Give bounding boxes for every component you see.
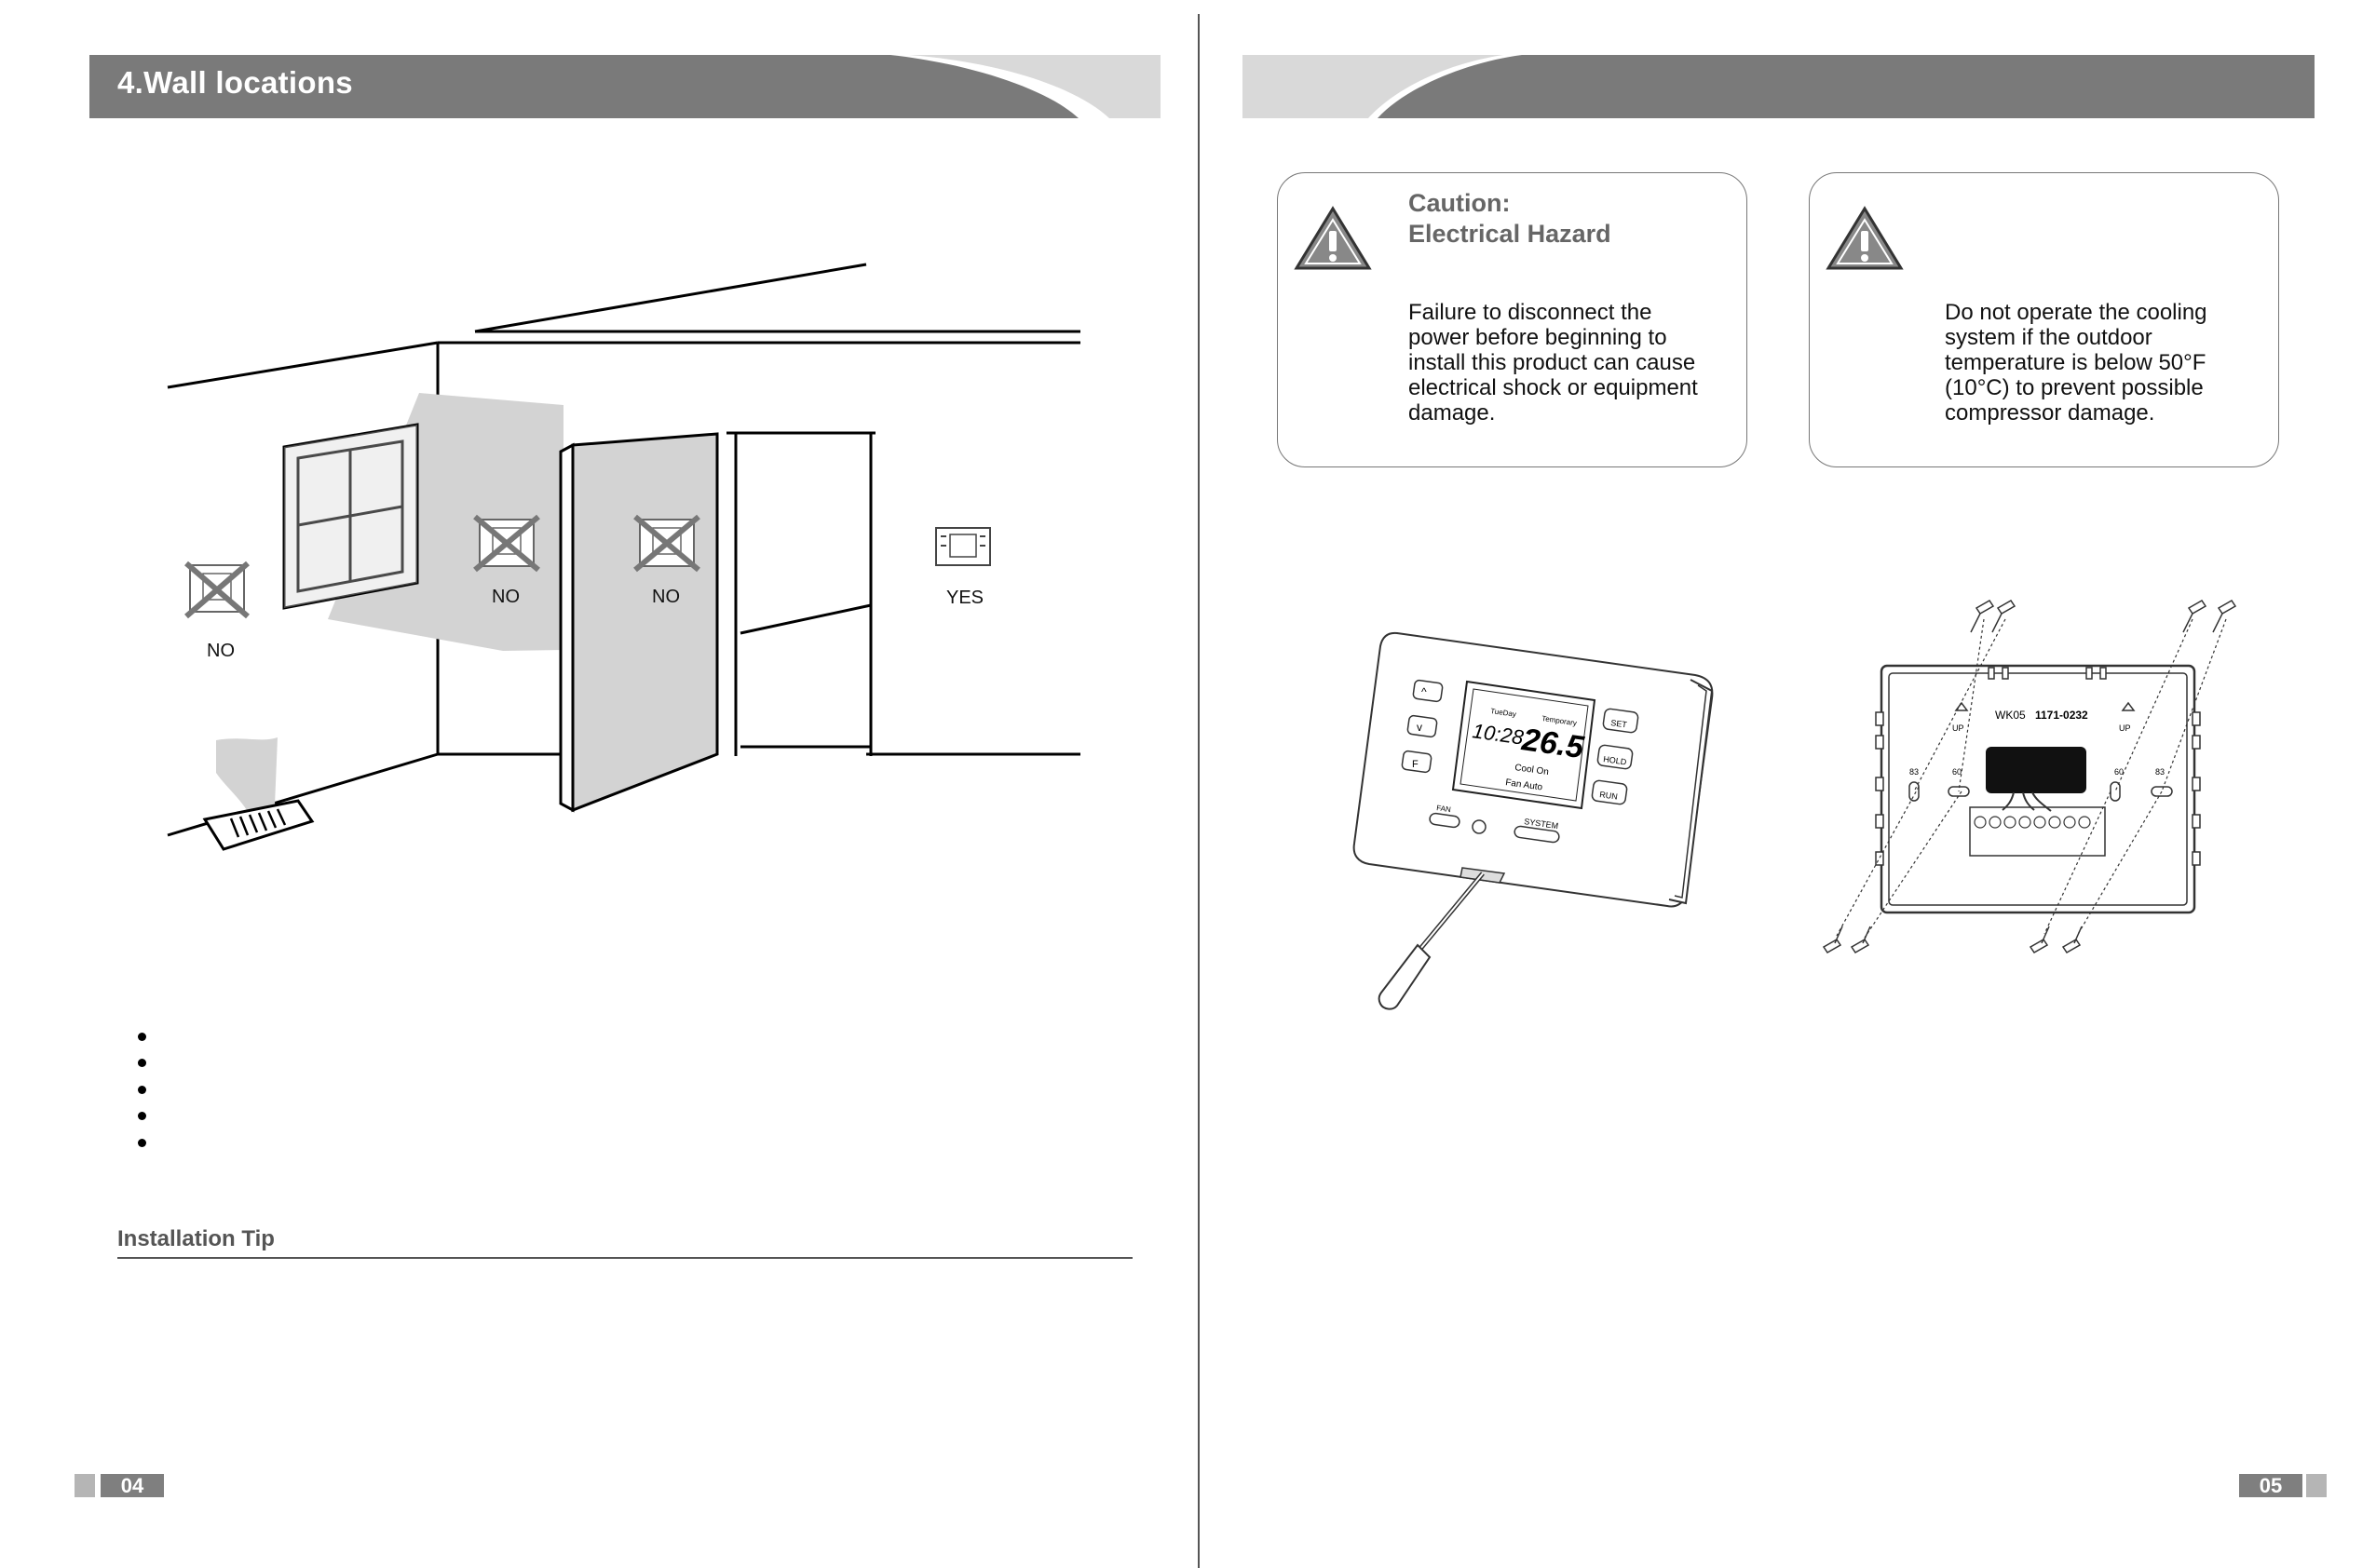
page-number-accent — [75, 1474, 95, 1497]
page-number-right: 05 — [2239, 1474, 2302, 1497]
caution-title-line1: Caution: — [1408, 188, 1611, 219]
page-number-left: 04 — [101, 1474, 164, 1497]
arrow-up-left: UP — [1952, 723, 1964, 733]
right-header-bar — [1242, 55, 2315, 118]
button-f: F — [1412, 759, 1419, 770]
warning-triangle-icon — [1293, 205, 1373, 272]
hole-label: 83 — [1909, 767, 1919, 777]
hole-label: 60 — [1952, 767, 1962, 777]
svg-text:^: ^ — [1421, 685, 1427, 698]
caution-text-temperature: Do not operate the cooling system if the… — [1945, 300, 2224, 426]
warning-triangle-icon — [1825, 205, 1905, 272]
label-no-sunlight: NO — [492, 587, 520, 608]
arrow-up-right: UP — [2119, 723, 2131, 733]
caution-box-temperature: Do not operate the cooling system if the… — [1809, 172, 2279, 467]
caution-title: Caution: Electrical Hazard — [1408, 188, 1611, 250]
bullet-point — [138, 1112, 146, 1120]
hole-label: 60 — [2114, 767, 2124, 777]
caution-title-line2: Electrical Hazard — [1408, 219, 1611, 250]
bullet-point — [138, 1139, 146, 1147]
page-number-accent — [2306, 1474, 2327, 1497]
backplate-model: WK05 — [1995, 709, 2026, 722]
installation-tip-title: Installation Tip — [117, 1226, 275, 1252]
wall-location-illustration — [158, 261, 1090, 857]
bullet-point — [138, 1086, 146, 1094]
label-yes: YES — [946, 588, 984, 609]
page-divider — [1198, 14, 1200, 1568]
caution-box-electrical: Caution: Electrical Hazard Failure to di… — [1277, 172, 1747, 467]
thermostat-icon-outside-wall — [186, 563, 248, 616]
thermostat-icon-correct — [936, 528, 990, 565]
section-title: 4.Wall locations — [117, 65, 353, 101]
svg-text:v: v — [1417, 721, 1422, 734]
thermostat-icon-door — [635, 517, 699, 570]
caution-text-electrical: Failure to disconnect the power before b… — [1408, 300, 1716, 426]
backplate-mounting-illustration: WK05 1171-0232 UP UP 83 60 60 83 — [1779, 601, 2301, 968]
label-no-door: NO — [652, 587, 680, 608]
label-no-outside-wall: NO — [207, 641, 235, 662]
thermostat-icon-sunlight — [475, 517, 538, 570]
bullet-point — [138, 1033, 146, 1041]
hole-label: 83 — [2155, 767, 2165, 777]
backplate-part: 1171-0232 — [2035, 709, 2088, 722]
bullet-point — [138, 1059, 146, 1067]
installation-tip-rule — [117, 1257, 1133, 1259]
thermostat-front-illustration: 10:28 26.5 TueDay Temporary Cool On Fan … — [1341, 624, 1723, 1015]
